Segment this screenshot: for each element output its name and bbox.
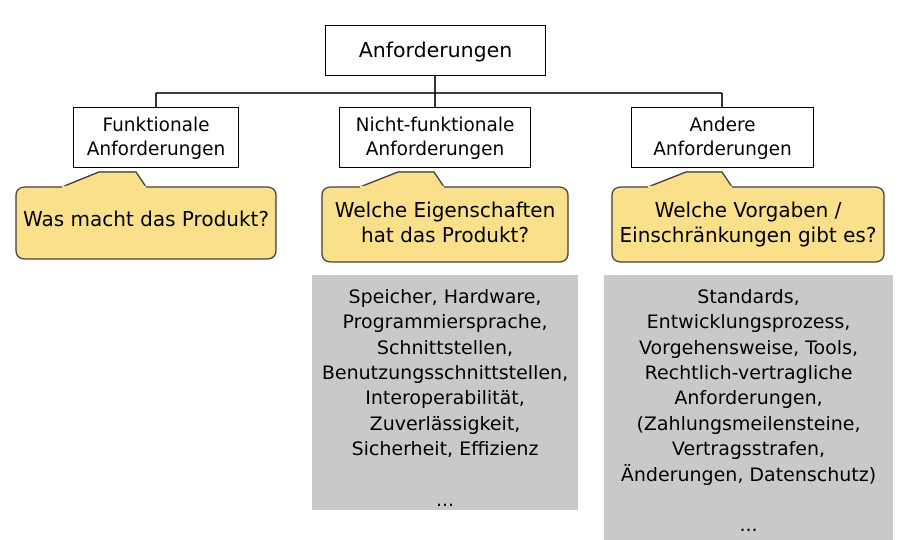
node-funktionale-anforderungen[interactable]: Funktionale Anforderungen: [73, 107, 239, 168]
detail-panel-andere: Standards, Entwicklungsprozess, Vorgehen…: [604, 275, 893, 540]
callout-nicht-funktionale-question[interactable]: Welche Eigenschaften hat das Produkt?: [312, 170, 578, 265]
callout-shape: [321, 171, 569, 263]
detail-panel-nicht-funktionale: Speicher, Hardware, Programmiersprache, …: [312, 275, 578, 511]
node-nicht-funktionale-anforderungen[interactable]: Nicht-funktionale Anforderungen: [339, 107, 531, 168]
callout-shape: [611, 171, 885, 263]
node-andere-anforderungen[interactable]: Andere Anforderungen: [631, 107, 814, 168]
callout-andere-question[interactable]: Welche Vorgaben / Einschränkungen gibt e…: [604, 170, 892, 265]
callout-shape: [15, 171, 277, 260]
callout-funktionale-question[interactable]: Was macht das Produkt?: [6, 170, 286, 262]
node-anforderungen[interactable]: Anforderungen: [325, 25, 546, 76]
